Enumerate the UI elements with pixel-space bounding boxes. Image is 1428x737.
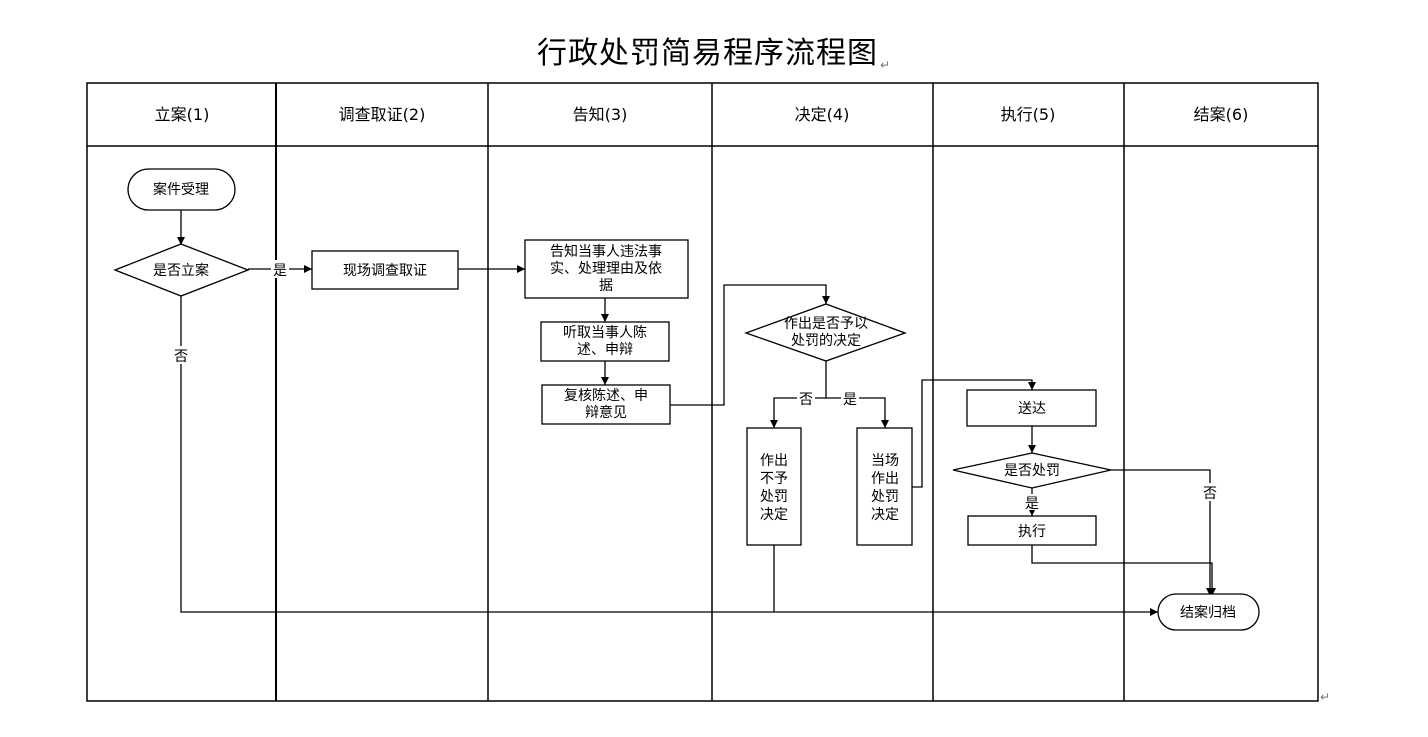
edge-review-to-decide — [670, 284, 830, 406]
edge-file-no — [180, 296, 1158, 616]
node-hear — [540, 321, 670, 362]
node-file-case — [113, 243, 250, 297]
node-decide-punish-line-2: 处罚的决定 — [791, 333, 861, 349]
node-notify-line-2: 实、处理理由及依 — [550, 261, 662, 277]
node-hear-line-1: 听取当事人陈 — [563, 324, 647, 341]
node-review-line-1: 复核陈述、申 — [564, 387, 648, 404]
node-no-punish-line-3: 处罚 — [760, 489, 788, 505]
node-no-punish — [746, 427, 802, 546]
node-whether-punish — [952, 452, 1112, 489]
node-close-archive-label: 结案归档 — [1180, 604, 1236, 621]
node-close-archive — [1157, 593, 1260, 631]
lane-header-file: 立案(1) — [155, 105, 210, 124]
node-onsite-decision-line-1: 当场 — [871, 453, 899, 469]
lane-header-notify: 告知(3) — [573, 105, 628, 124]
node-whether-punish-label: 是否处罚 — [1004, 463, 1060, 479]
node-labels: 案件受理 是否立案 现场调查取证 告知当事人违法事 实、处理理由及依 据 听取当… — [153, 181, 1236, 621]
page-title: 行政处罚简易程序流程图↵ — [0, 28, 1428, 72]
node-onsite-decision-line-3: 处罚 — [871, 489, 899, 505]
title-text: 行政处罚简易程序流程图 — [536, 36, 878, 71]
node-notify-line-1: 告知当事人违法事 — [550, 243, 662, 260]
node-no-punish-line-1: 作出 — [760, 453, 788, 469]
node-deliver-label: 送达 — [1018, 401, 1046, 417]
edge-label-file-no: 否 — [174, 349, 188, 365]
node-decide-punish-line-1: 作出是否予以 — [784, 316, 868, 332]
node-review-line-2: 辩意见 — [585, 404, 627, 421]
node-file-case-label: 是否立案 — [153, 262, 209, 279]
node-notify-line-3: 据 — [599, 278, 613, 294]
node-notify — [524, 239, 689, 299]
edge-label-file-yes: 是 — [273, 263, 287, 279]
lane-header-execute: 执行(5) — [1001, 105, 1056, 124]
node-onsite-decision — [856, 427, 913, 546]
node-onsite-investigate — [311, 250, 459, 290]
edge-punish-no — [1111, 469, 1214, 596]
edge-label-punish-yes: 是 — [1025, 496, 1039, 512]
edge-label-punish-no: 否 — [1203, 486, 1217, 502]
lane-header-investigate: 调查取证(2) — [339, 105, 426, 124]
node-deliver — [966, 389, 1097, 427]
paragraph-mark: ↵ — [879, 58, 892, 72]
edge-execute-to-close — [1031, 545, 1216, 596]
lane-headers: 立案(1) 调查取证(2) 告知(3) 决定(4) 执行(5) 结案(6) — [155, 105, 1249, 124]
swimlane-grid — [86, 82, 1319, 702]
node-decide-punish — [744, 303, 907, 362]
node-execute-label: 执行 — [1018, 524, 1046, 540]
node-hear-line-2: 述、申辩 — [577, 342, 633, 358]
edge-labels: 是 否 否 是 是 否 — [172, 260, 1219, 512]
end-paragraph-mark: ↵ — [1320, 690, 1331, 704]
nodes — [113, 168, 1260, 631]
node-case-accept-label: 案件受理 — [153, 181, 209, 198]
node-review — [541, 384, 671, 425]
node-no-punish-line-2: 不予 — [760, 471, 788, 487]
node-execute — [967, 515, 1097, 546]
node-case-accept — [127, 168, 236, 211]
edge-onsite-to-deliver — [912, 379, 1036, 488]
lane-header-close: 结案(6) — [1194, 105, 1249, 124]
node-onsite-investigate-label: 现场调查取证 — [343, 263, 427, 279]
node-onsite-decision-line-4: 决定 — [871, 507, 899, 523]
node-onsite-decision-line-2: 作出 — [871, 471, 899, 487]
node-no-punish-line-4: 决定 — [760, 507, 788, 523]
edge-label-decide-yes: 是 — [843, 392, 857, 408]
edge-label-decide-no: 否 — [799, 392, 813, 408]
lane-header-decide: 决定(4) — [795, 105, 850, 124]
